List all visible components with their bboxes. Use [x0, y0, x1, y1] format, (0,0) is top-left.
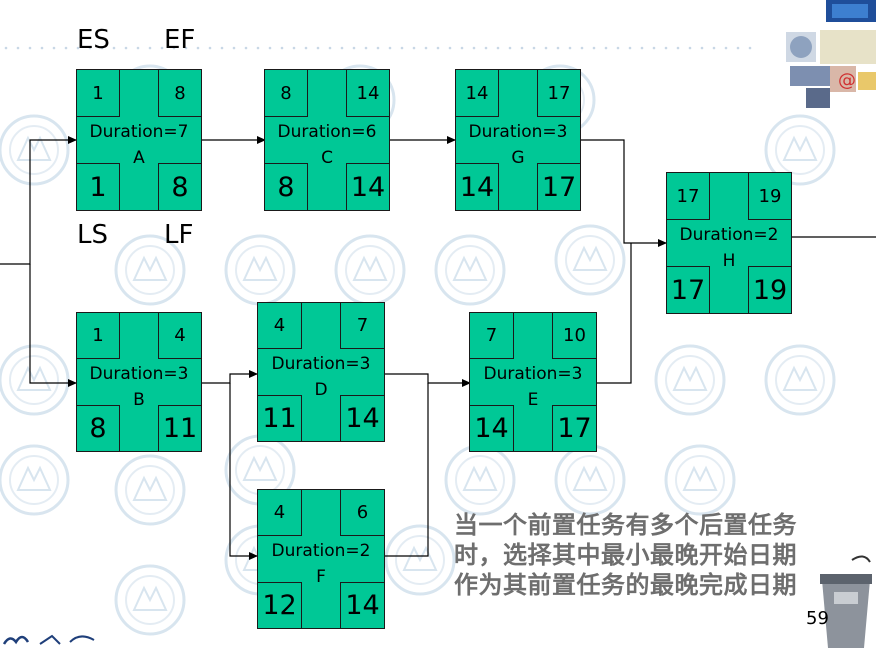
duration-label: Duration=3 [271, 354, 371, 374]
late-start-value: 17 [667, 266, 710, 313]
early-finish-value: 10 [552, 313, 596, 359]
duration-label: Duration=2 [271, 541, 371, 561]
duration-label: Duration=3 [89, 364, 189, 384]
late-finish-value: 14 [346, 163, 389, 210]
corner-decoration-icon: @ [786, 0, 876, 108]
late-start-value: 8 [77, 405, 120, 451]
duration-label: Duration=7 [89, 122, 189, 142]
early-finish-value: 7 [340, 303, 384, 349]
duration-label: Duration=6 [277, 122, 377, 142]
early-start-value: 4 [258, 303, 302, 349]
task-id-label: D [314, 380, 328, 400]
arrow-B-to-F [229, 383, 258, 560]
duration-label: Duration=3 [468, 122, 568, 142]
task-id-label: G [511, 148, 525, 168]
late-start-value: 14 [456, 163, 499, 210]
early-start-value: 4 [258, 490, 302, 536]
arrow-F-to-E [385, 383, 429, 557]
late-finish-value: 11 [158, 405, 201, 451]
task-id-label: H [722, 251, 736, 271]
arrow-E-to-H [597, 243, 632, 384]
late-finish-value: 17 [537, 163, 580, 210]
early-finish-value: 17 [537, 70, 580, 117]
late-start-value: 12 [258, 582, 302, 628]
legend-es-label: ES [77, 25, 110, 55]
page-number: 59 [806, 608, 829, 629]
arrow-G-to-H [581, 139, 667, 247]
duration-label: Duration=2 [679, 225, 779, 245]
late-finish-value: 8 [158, 163, 201, 210]
early-finish-value: 4 [158, 313, 201, 359]
legend-lf-label: LF [164, 220, 194, 250]
early-finish-value: 8 [158, 70, 201, 117]
early-start-value: 1 [77, 70, 120, 117]
early-finish-value: 19 [748, 173, 791, 220]
early-finish-value: 6 [340, 490, 384, 536]
early-start-value: 1 [77, 313, 120, 359]
early-finish-value: 14 [346, 70, 389, 117]
task-id-label: E [527, 390, 539, 410]
task-id-label: C [321, 148, 333, 168]
arrow-start-to-B [29, 264, 77, 387]
svg-text:@: @ [838, 70, 856, 91]
task-id-label: F [316, 567, 326, 587]
late-start-value: 1 [77, 163, 120, 210]
late-finish-value: 19 [748, 266, 791, 313]
late-finish-value: 14 [340, 582, 384, 628]
early-start-value: 14 [456, 70, 499, 117]
task-id-label: B [133, 390, 145, 410]
early-start-value: 17 [667, 173, 710, 220]
university-logo-icon [2, 634, 95, 645]
explanation-note: 当一个前置任务有多个后置任务时，选择其中最小最晚开始日期作为其前置任务的最晚完成… [454, 511, 797, 599]
late-finish-value: 17 [552, 405, 596, 451]
early-start-value: 7 [470, 313, 514, 359]
early-start-value: 8 [265, 70, 308, 117]
podium-icon [820, 555, 872, 648]
late-finish-value: 14 [340, 395, 384, 441]
duration-label: Duration=3 [483, 364, 583, 384]
late-start-value: 8 [265, 163, 308, 210]
late-start-value: 14 [470, 405, 514, 451]
legend-ef-label: EF [164, 25, 196, 55]
task-id-label: A [133, 148, 145, 168]
arrow-D-to-E [385, 373, 471, 387]
arrow-B-to-D [202, 370, 258, 384]
legend-ls-label: LS [77, 220, 108, 250]
arrow-start-to-A [0, 136, 77, 265]
late-start-value: 11 [258, 395, 302, 441]
